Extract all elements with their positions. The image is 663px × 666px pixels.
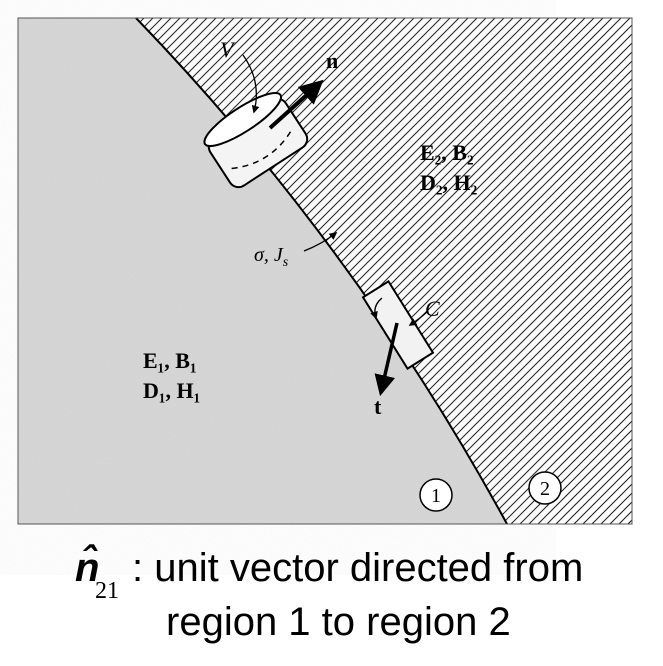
surface-sources-pointer <box>303 232 338 252</box>
contour-pointer <box>408 311 428 326</box>
region-2-marker-label: 2 <box>540 478 550 500</box>
caption-symbol: n̂ <box>75 546 100 590</box>
caption-subscript: 21 <box>95 578 119 604</box>
figure-frame <box>17 17 633 525</box>
region-2-fields-dh: D₂, H₂ <box>420 170 478 195</box>
caption-line-1: : unit vector directed from <box>132 546 584 590</box>
contour-label: C <box>425 296 440 321</box>
caption-line-2: region 1 to region 2 <box>166 600 511 644</box>
region-1-grain <box>18 18 507 524</box>
region-2-fields-eb: E₂, B₂ <box>420 140 474 165</box>
contour-direction-arrow <box>370 297 383 320</box>
region-1-fields-eb: E₁, B₁ <box>143 348 197 373</box>
region-1-fields-dh: D₁, H₁ <box>143 378 200 403</box>
tangent-vector-arrow <box>374 322 399 397</box>
interface-boundary <box>135 17 508 525</box>
region-1-marker-label: 1 <box>431 485 441 507</box>
surface-sources-label: σ, Js <box>254 244 289 270</box>
caption: n̂ 21 : unit vector directed from region… <box>0 528 663 666</box>
volume-pointer <box>242 54 260 114</box>
tangent-vector-label: t <box>374 394 382 419</box>
normal-vector-label: n <box>326 48 338 73</box>
pillbox-volume <box>203 92 309 189</box>
region-1-marker <box>419 478 453 512</box>
normal-vector-arrow <box>268 79 324 130</box>
volume-label: V <box>220 37 236 62</box>
region-2-marker <box>528 471 562 505</box>
